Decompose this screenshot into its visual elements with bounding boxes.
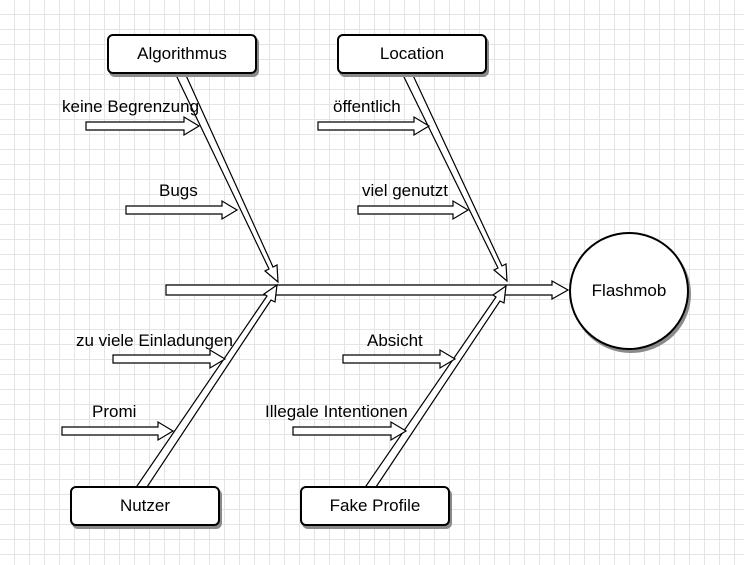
cause-label-illegale-intentionen: Illegale Intentionen bbox=[265, 402, 408, 421]
category-location[interactable]: Location bbox=[337, 34, 487, 74]
cause-label-promi: Promi bbox=[92, 402, 137, 421]
cause-arrow-bugs bbox=[125, 199, 239, 221]
cause-arrow-absicht bbox=[342, 348, 457, 370]
cause-label-viel-genutzt: viel genutzt bbox=[362, 181, 448, 200]
effect-flashmob[interactable]: Flashmob bbox=[569, 232, 689, 350]
cause-label-keine-begrenzung: keine Begrenzung bbox=[62, 97, 200, 116]
cause-label-bugs: Bugs bbox=[159, 181, 198, 200]
cause-label-oeffentlich: öffentlich bbox=[333, 97, 401, 116]
cause-label-zu-viele-einladungen: zu viele Einladungen bbox=[76, 331, 233, 350]
cause-arrow-promi bbox=[61, 420, 175, 442]
cause-arrow-illegale-intentionen bbox=[292, 420, 408, 442]
category-algorithmus[interactable]: Algorithmus bbox=[107, 34, 257, 74]
spine-arrow bbox=[165, 279, 570, 301]
cause-arrow-zu-viele-einladungen bbox=[112, 348, 227, 370]
bone-fake-profile-arrow bbox=[365, 284, 507, 491]
category-fake-profile[interactable]: Fake Profile bbox=[300, 486, 450, 526]
cause-label-absicht: Absicht bbox=[367, 331, 423, 350]
bone-nutzer-arrow bbox=[136, 283, 278, 491]
category-nutzer[interactable]: Nutzer bbox=[70, 486, 220, 526]
bone-algorithmus-arrow bbox=[175, 70, 279, 284]
bone-location-arrow bbox=[402, 70, 508, 283]
cause-arrow-oeffentlich bbox=[317, 115, 431, 137]
cause-arrow-viel-genutzt bbox=[357, 199, 470, 221]
cause-arrow-keine-begrenzung bbox=[85, 115, 201, 137]
